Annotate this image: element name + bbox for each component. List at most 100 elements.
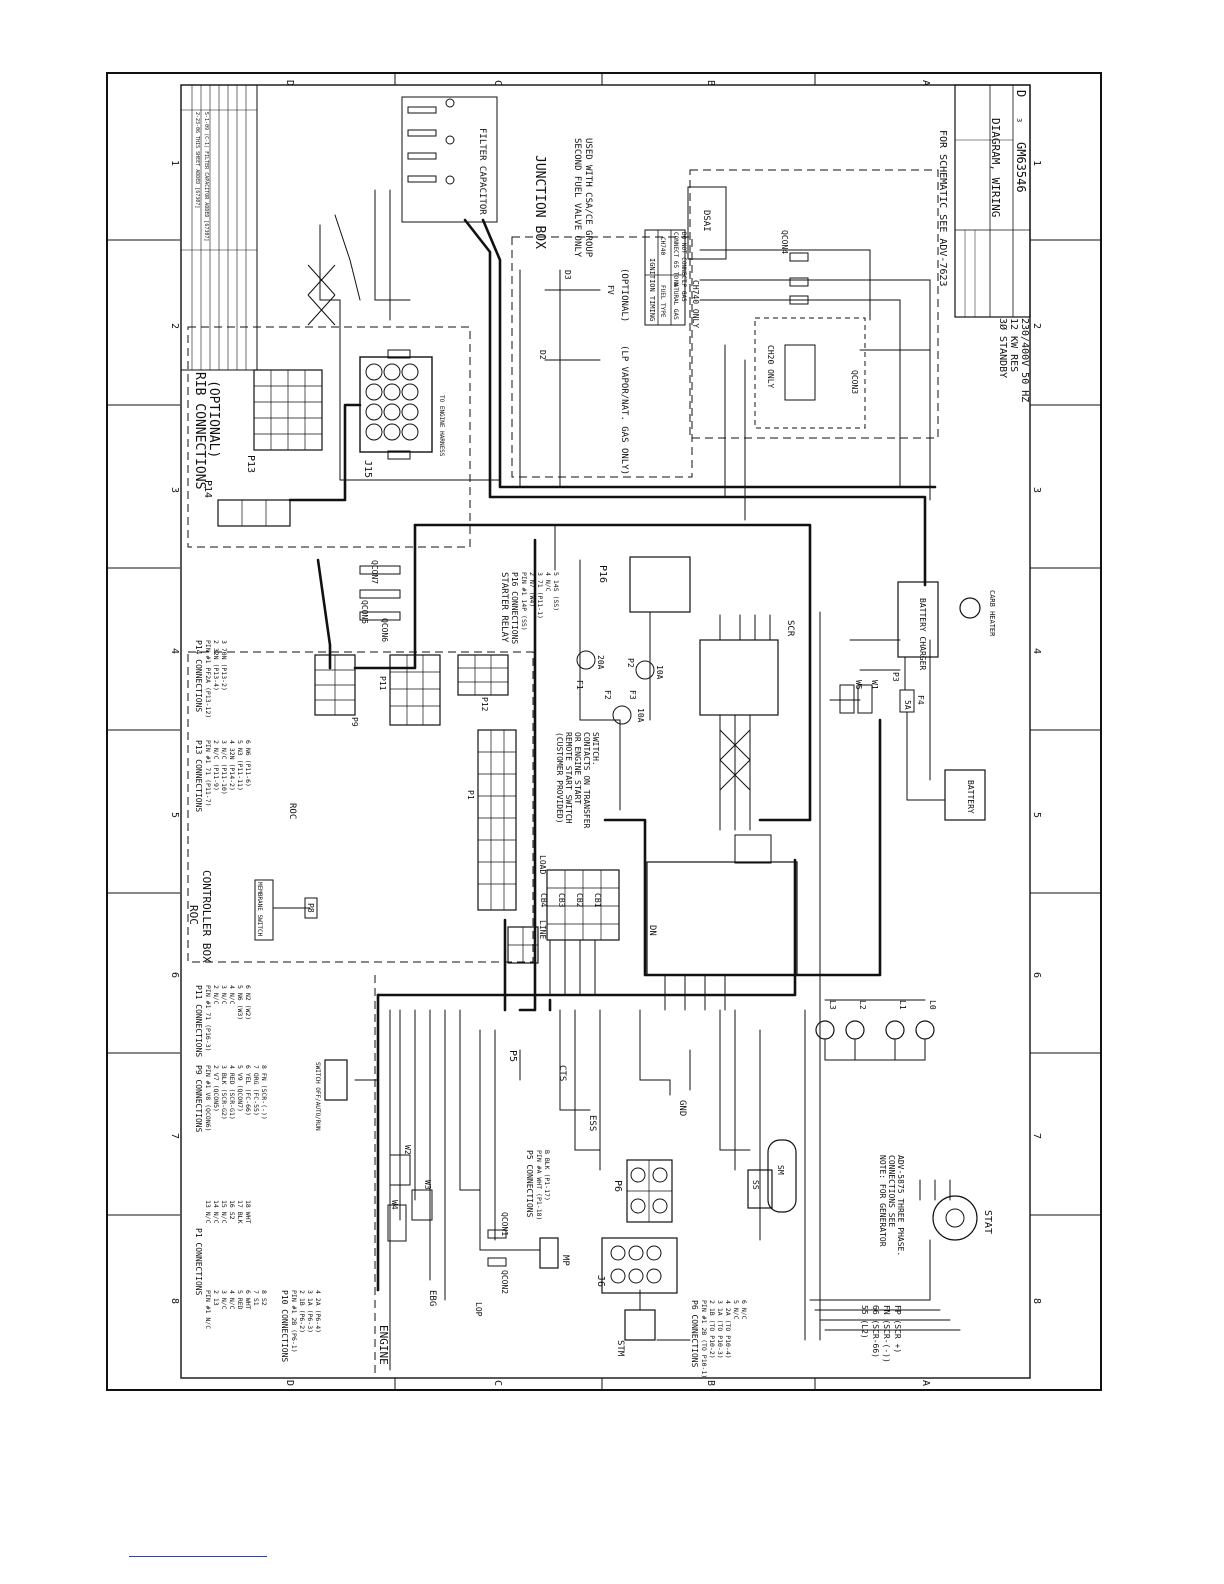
dsai-box bbox=[687, 186, 727, 260]
timing-header-fuel: FUEL TYPE bbox=[659, 285, 666, 318]
p6-row-6: 6 N/C bbox=[740, 1300, 748, 1320]
junction-box-outline bbox=[511, 236, 693, 478]
p11-row-1: PIN #1 71 (P16-3) bbox=[204, 985, 212, 1052]
revision-row-1: 2-23-06 THIS SHEET ADDED [67307] bbox=[194, 112, 200, 208]
zone-number-7-right: 7 bbox=[1031, 1133, 1042, 1139]
zone-number-2-right: 2 bbox=[1031, 323, 1042, 329]
p5-title: P5 CONNECTIONS bbox=[525, 1150, 534, 1218]
p1-connector bbox=[477, 729, 517, 911]
label-p1: P1 bbox=[466, 790, 475, 800]
membrane-switch-box bbox=[254, 879, 274, 941]
revision-block: 2-23-06 THIS SHEET ADDED [67307] 5-1-09 … bbox=[180, 84, 258, 371]
p9-row-7: 7 ORG (FC-55) bbox=[252, 1065, 260, 1116]
label-qcon4: QCON4 bbox=[780, 230, 789, 254]
product-line-1: 3Ø STANDBY bbox=[997, 318, 1009, 378]
rib-optional-label: (OPTIONAL) bbox=[206, 380, 221, 458]
timing-row-1-fuel: NATURAL GAS bbox=[672, 280, 679, 320]
p13-row-1: PIN #1 71 (P11-7) bbox=[204, 740, 212, 807]
p9-row-4: 4 RED (SCR-G1) bbox=[228, 1065, 236, 1120]
label-p14: P14 bbox=[202, 480, 213, 498]
j6-connector bbox=[601, 1237, 678, 1294]
label-scr: SCR bbox=[785, 620, 795, 637]
battery-charger-box bbox=[897, 581, 939, 658]
starter-relay-label: STARTER RELAY bbox=[499, 572, 509, 643]
scr-module bbox=[699, 639, 779, 716]
p13-title: P13 CONNECTIONS bbox=[194, 740, 203, 812]
zone-letter-b-top: B bbox=[705, 80, 716, 86]
inner-frame bbox=[180, 84, 1031, 1379]
label-w1: W1 bbox=[870, 680, 879, 690]
drawing-title: DIAGRAM, WIRING bbox=[989, 118, 1002, 217]
label-qcon3: QCON3 bbox=[850, 370, 859, 394]
second-fuel-note-1: SECOND FUEL VALVE ONLY bbox=[572, 138, 582, 258]
p6-row-3: 3 1A (TO P10-3) bbox=[716, 1300, 724, 1359]
p13-row-4: 4 32N (P14-2) bbox=[228, 740, 236, 791]
label-w3: W3 bbox=[423, 1180, 432, 1190]
thin-wires bbox=[272, 189, 961, 1371]
zone-number-6-right: 6 bbox=[1031, 972, 1042, 978]
label-gnd: GND bbox=[677, 1100, 687, 1116]
p16-row-1: PIN #1 14P (SS) bbox=[520, 572, 528, 631]
engine-label: ENGINE bbox=[377, 1325, 390, 1365]
roc-controller-outline bbox=[187, 651, 534, 963]
label-cb1: CB1 bbox=[593, 893, 602, 908]
label-p16: P16 bbox=[597, 565, 608, 583]
zone-numbers-right: 1 2 3 4 5 6 7 8 bbox=[1031, 160, 1042, 1304]
p10-row-3: 3 1A (P6-3) bbox=[306, 1290, 314, 1333]
p14-row-2: 2 32N (P13-4) bbox=[212, 640, 220, 691]
sheet-number: 3 bbox=[1015, 118, 1023, 122]
p10-title: P10 CONNECTIONS bbox=[280, 1290, 289, 1362]
label-l3: L3 bbox=[828, 1000, 837, 1010]
label-qcon1: QCON1 bbox=[500, 1212, 509, 1236]
zone-letters-top: D C B A bbox=[284, 80, 931, 86]
label-cb3: CB3 bbox=[557, 893, 566, 908]
footer-link-underline[interactable] bbox=[129, 1556, 267, 1557]
p1-row-14: 14 N/C bbox=[212, 1200, 220, 1224]
zone-number-3-left: 3 bbox=[169, 487, 180, 493]
label-ess: ESS bbox=[587, 1115, 597, 1131]
label-f2: F2 bbox=[603, 690, 612, 700]
label-p2: P2 bbox=[626, 658, 635, 668]
label-line: LINE bbox=[538, 920, 547, 939]
label-ss: SS bbox=[751, 1180, 760, 1190]
p9-row-5: 5 V9 (QCON7) bbox=[236, 1065, 244, 1112]
label-mp: MP bbox=[560, 1255, 570, 1266]
label-p11: P11 bbox=[378, 676, 387, 691]
rib-connections-label: RIB CONNECTIONS bbox=[192, 372, 207, 489]
fp-line-4: FP (SCR +) bbox=[893, 1305, 902, 1353]
zone-number-2-left: 2 bbox=[169, 323, 180, 329]
p1-row-6: 6 WHT bbox=[244, 1290, 252, 1310]
label-f4: F4 bbox=[916, 695, 925, 705]
p11-row-4: 4 N/C bbox=[228, 985, 236, 1005]
label-d3: D3 bbox=[563, 270, 572, 280]
label-ebg: EBG bbox=[427, 1290, 437, 1306]
sheet-border bbox=[106, 72, 1102, 1391]
revision-letter: D bbox=[1014, 90, 1028, 97]
p1-row-8: 8 S2 bbox=[260, 1290, 268, 1306]
p11-row-2: 2 N/C bbox=[212, 985, 220, 1005]
p9-row-1: PIN #1 V8 (QCON6) bbox=[204, 1065, 212, 1132]
zone-ticks bbox=[107, 73, 1101, 1390]
hatched-wires bbox=[387, 684, 873, 1242]
p1-row-7: 7 S1 bbox=[252, 1290, 260, 1306]
p14-connector bbox=[217, 499, 291, 527]
p6-row-5: 5 N/C bbox=[732, 1300, 740, 1320]
title-block: DIAGRAM, WIRING 3Ø STANDBY 12 KW RES 230… bbox=[937, 84, 1031, 402]
p5-row-1: PIN #A WHT (P1-18) bbox=[535, 1150, 543, 1220]
ch20-outline bbox=[754, 317, 866, 429]
p16-row-2: 2 N7 (W4) bbox=[528, 572, 536, 607]
label-qcon5: QCON5 bbox=[360, 600, 369, 624]
label-p13: P13 bbox=[245, 455, 256, 473]
lp-vapor-label: (LP VAPOR/NAT. GAS ONLY) bbox=[619, 345, 629, 475]
filter-capacitor-box bbox=[401, 96, 498, 223]
label-d2: D2 bbox=[538, 350, 547, 360]
zone-numbers-left: 1 2 3 4 5 6 7 8 bbox=[169, 160, 180, 1304]
p11-title: P11 CONNECTIONS bbox=[194, 985, 203, 1057]
fuse-symbols bbox=[576, 650, 915, 725]
roc-label-2: CONTROLLER BOX bbox=[200, 870, 213, 963]
p14-row-1: PIN #1 PF2A (P13-12) bbox=[204, 640, 212, 718]
label-p5: P5 bbox=[507, 1050, 518, 1062]
zone-number-4-left: 4 bbox=[169, 648, 180, 654]
p13-row-3: 3 N/C (P11-10) bbox=[220, 740, 228, 795]
